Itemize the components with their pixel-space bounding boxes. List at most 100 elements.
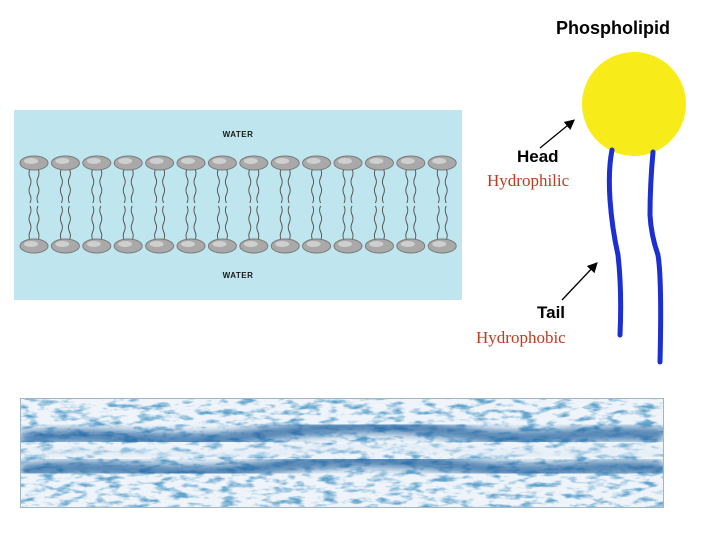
lipid-tail xyxy=(224,168,228,204)
lipid-head-highlight xyxy=(86,158,101,164)
lipid-tail xyxy=(91,205,95,241)
lipid-tail xyxy=(373,205,377,241)
head-label: Head xyxy=(517,147,559,166)
lipid-tail xyxy=(36,205,40,241)
lipid-head-highlight xyxy=(432,241,447,247)
lipid-head-highlight xyxy=(118,241,133,247)
bilayer-drawing xyxy=(19,155,457,254)
lipid-head-highlight xyxy=(275,158,290,164)
lipid-tail xyxy=(91,168,95,204)
lipid-head-highlight xyxy=(369,158,384,164)
lipid-head-highlight xyxy=(432,158,447,164)
lipid-head-highlight xyxy=(306,241,321,247)
lipid-head-highlight xyxy=(118,158,133,164)
lipid-tail xyxy=(350,168,354,204)
lipid-tail xyxy=(405,168,409,204)
lipid-head-highlight xyxy=(338,158,352,164)
lipid-tail xyxy=(405,205,409,241)
lipid-tail xyxy=(99,168,103,204)
lipid-tail xyxy=(381,205,385,241)
micrograph-dark-band-upper xyxy=(21,419,663,448)
lipid-tail xyxy=(311,205,315,241)
head-arrow xyxy=(539,119,576,149)
lipid-head-highlight xyxy=(55,241,70,247)
phospholipid-tail-left xyxy=(606,147,624,338)
lipid-head-highlight xyxy=(369,241,384,247)
lipid-tail xyxy=(350,205,354,241)
lipid-head-highlight xyxy=(181,241,195,247)
phospholipid-title: Phospholipid xyxy=(556,18,670,38)
lipid-head-highlight xyxy=(181,158,195,164)
lipid-tail xyxy=(216,205,220,241)
lipid-tail xyxy=(279,168,283,204)
lipid-head-highlight xyxy=(243,241,258,247)
water-label-bottom: WATER xyxy=(222,271,254,280)
lipid-tail xyxy=(436,168,440,204)
lipid-tail xyxy=(36,168,40,204)
lipid-tail xyxy=(130,205,134,241)
lipid-head-highlight xyxy=(86,241,101,247)
lipid-tail xyxy=(193,168,197,204)
tail-arrow xyxy=(561,262,598,301)
lipid-tail xyxy=(28,205,32,241)
lipid-tail xyxy=(59,205,63,241)
lipid-tail xyxy=(373,168,377,204)
lipid-tail xyxy=(319,168,323,204)
lipid-tail xyxy=(342,168,346,204)
lipid-tail xyxy=(248,168,252,204)
lipid-tail xyxy=(413,205,417,241)
lipid-tail xyxy=(342,205,346,241)
lipid-head-highlight xyxy=(275,241,290,247)
lipid-tail xyxy=(319,205,323,241)
lipid-tail xyxy=(444,168,448,204)
lipid-tail xyxy=(154,205,158,241)
lipid-tail xyxy=(444,205,448,241)
lipid-tail xyxy=(185,205,189,241)
phospholipid-tail-right xyxy=(647,149,664,365)
lipid-head-highlight xyxy=(24,241,38,247)
lipid-tail xyxy=(67,205,71,241)
lipid-head-highlight xyxy=(149,241,164,247)
lipid-bilayer-diagram: WATER WATER xyxy=(14,110,462,300)
lipid-tail xyxy=(122,168,126,204)
lipid-head-highlight xyxy=(306,158,321,164)
lipid-head-highlight xyxy=(338,241,352,247)
lipid-tail xyxy=(248,205,252,241)
micrograph-dark-band-lower xyxy=(21,453,663,480)
lipid-tail xyxy=(67,168,71,204)
lipid-tail xyxy=(193,205,197,241)
water-label-top: WATER xyxy=(222,130,254,139)
phospholipid-diagram xyxy=(539,52,686,365)
lipid-head-highlight xyxy=(400,158,415,164)
lipid-tail xyxy=(256,205,260,241)
lipid-tail xyxy=(130,168,134,204)
lipid-tail xyxy=(122,205,126,241)
lipid-tail xyxy=(162,205,166,241)
lipid-head-highlight xyxy=(149,158,164,164)
lipid-head-highlight xyxy=(55,158,70,164)
tail-label: Tail xyxy=(537,303,566,322)
lipid-tail xyxy=(311,168,315,204)
lipid-tail xyxy=(436,205,440,241)
lipid-tail xyxy=(287,168,291,204)
lipid-head-highlight xyxy=(243,158,258,164)
membrane-micrograph-image xyxy=(20,398,664,508)
lipid-tail xyxy=(381,168,385,204)
lipid-head-highlight xyxy=(400,241,415,247)
lipid-tail xyxy=(256,168,260,204)
lipid-head-highlight xyxy=(212,241,227,247)
lipid-tail xyxy=(216,168,220,204)
lipid-head-highlight xyxy=(212,158,227,164)
hydrophobic-label: Hydrophobic xyxy=(476,328,566,347)
lipid-head-highlight xyxy=(24,158,38,164)
lipid-tail xyxy=(185,168,189,204)
lipid-tail xyxy=(162,168,166,204)
lipid-tail xyxy=(413,168,417,204)
lipid-tail xyxy=(28,168,32,204)
lipid-tail xyxy=(99,205,103,241)
micrograph-light-band xyxy=(21,442,663,460)
lipid-tail xyxy=(154,168,158,204)
lipid-tail xyxy=(279,205,283,241)
lipid-tail xyxy=(287,205,291,241)
phospholipid-head xyxy=(582,52,686,156)
